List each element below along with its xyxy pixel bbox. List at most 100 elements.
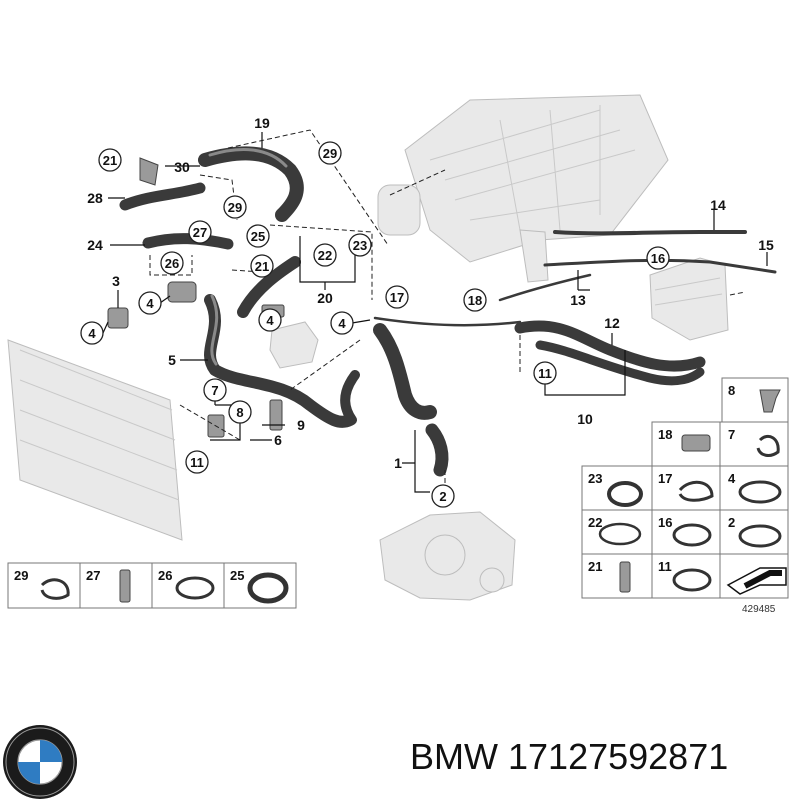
callout-13: 13 [570, 292, 586, 308]
callout-29b: 29 [223, 195, 247, 219]
svg-text:3: 3 [112, 273, 120, 289]
svg-text:15: 15 [758, 237, 774, 253]
svg-text:11: 11 [538, 366, 552, 381]
svg-text:23: 23 [353, 238, 367, 253]
svg-text:16: 16 [658, 515, 672, 530]
bmw-logo-icon [3, 725, 77, 799]
clip-7-icon [756, 435, 780, 457]
svg-text:2: 2 [439, 489, 446, 504]
callout-9: 9 [297, 417, 305, 433]
callout-26a: 26 [160, 251, 184, 275]
callout-29a: 29 [318, 141, 342, 165]
svg-text:8: 8 [236, 405, 243, 420]
svg-text:7: 7 [211, 383, 218, 398]
clamp-11-icon [672, 568, 712, 592]
right-legend: 8 18 7 23 17 4 22 16 2 21 11 429485 [581, 377, 789, 615]
svg-text:17: 17 [658, 471, 672, 486]
callout-14: 14 [710, 197, 726, 213]
svg-text:25: 25 [230, 568, 244, 583]
callout-23a: 23 [348, 233, 372, 257]
svg-text:4: 4 [728, 471, 736, 486]
svg-text:4: 4 [266, 313, 274, 328]
svg-text:12: 12 [604, 315, 620, 331]
callout-12: 12 [604, 315, 620, 331]
svg-text:26: 26 [165, 256, 179, 271]
callout-22: 22 [313, 243, 337, 267]
svg-text:18: 18 [468, 293, 482, 308]
svg-text:13: 13 [570, 292, 586, 308]
thermostat-ghost [269, 321, 319, 369]
clip-18-icon [681, 434, 711, 452]
brand-name: BMW [410, 736, 498, 777]
svg-text:6: 6 [274, 432, 282, 448]
svg-text:4: 4 [88, 326, 96, 341]
svg-text:26: 26 [158, 568, 172, 583]
svg-text:10: 10 [577, 411, 593, 427]
svg-text:14: 14 [710, 197, 726, 213]
clamp-16-icon [672, 523, 712, 547]
svg-text:2: 2 [728, 515, 735, 530]
callout-4a: 4 [138, 291, 162, 315]
svg-text:7: 7 [728, 427, 735, 442]
callouts: 21 30 19 29 28 29 27 25 24 26 22 23 21 2… [80, 115, 774, 508]
bolt-21-icon [619, 561, 631, 593]
svg-text:21: 21 [103, 153, 117, 168]
bolt-27-icon [119, 569, 131, 603]
part-number: 17127592871 [508, 736, 729, 777]
callout-11a: 11 [185, 450, 209, 474]
clamp-4-icon [738, 480, 782, 504]
callout-2: 2 [431, 484, 455, 508]
svg-text:11: 11 [190, 455, 204, 470]
screw-8-icon [759, 389, 781, 413]
callout-10: 10 [577, 411, 593, 427]
engine-block-ghost [377, 94, 669, 283]
svg-text:29: 29 [228, 200, 242, 215]
callout-25a: 25 [246, 224, 270, 248]
bottom-legend: 29 27 26 25 [7, 562, 297, 609]
clamp-29-icon [40, 578, 70, 600]
radiator-ghost [7, 339, 183, 541]
svg-text:29: 29 [323, 146, 337, 161]
svg-text:1: 1 [394, 455, 402, 471]
callout-24: 24 [87, 237, 103, 253]
svg-text:27: 27 [193, 225, 207, 240]
brand-part-number: BMW 17127592871 [410, 736, 728, 778]
seal-25-icon [247, 572, 289, 604]
callout-18: 18 [463, 288, 487, 312]
callout-8: 8 [228, 400, 252, 424]
callout-4d: 4 [330, 311, 354, 335]
gasket-23-icon [607, 481, 643, 507]
callout-30: 30 [174, 159, 190, 175]
svg-text:24: 24 [87, 237, 103, 253]
leader-lines [102, 132, 768, 493]
svg-text:19: 19 [254, 115, 270, 131]
svg-text:21: 21 [255, 259, 269, 274]
svg-text:17: 17 [390, 290, 404, 305]
svg-text:21: 21 [588, 559, 602, 574]
hoses [119, 146, 777, 477]
svg-text:27: 27 [86, 568, 100, 583]
callout-21b: 21 [250, 254, 274, 278]
expansion-tank-ghost [649, 257, 729, 341]
svg-text:5: 5 [168, 352, 176, 368]
callout-3: 3 [112, 273, 120, 289]
callout-15: 15 [758, 237, 774, 253]
svg-text:22: 22 [588, 515, 602, 530]
svg-text:8: 8 [728, 383, 735, 398]
callout-4c: 4 [258, 308, 282, 332]
svg-text:20: 20 [317, 290, 333, 306]
callout-16: 16 [646, 246, 670, 270]
svg-text:429485: 429485 [742, 604, 776, 615]
callout-6: 6 [274, 432, 282, 448]
svg-text:11: 11 [658, 559, 672, 574]
svg-text:23: 23 [588, 471, 602, 486]
callout-21a: 21 [98, 148, 122, 172]
svg-text:9: 9 [297, 417, 305, 433]
callout-7: 7 [203, 378, 227, 402]
water-pump-ghost [379, 511, 516, 601]
svg-text:4: 4 [146, 296, 154, 311]
svg-text:29: 29 [14, 568, 28, 583]
callout-19: 19 [254, 115, 270, 131]
svg-text:4: 4 [338, 316, 346, 331]
